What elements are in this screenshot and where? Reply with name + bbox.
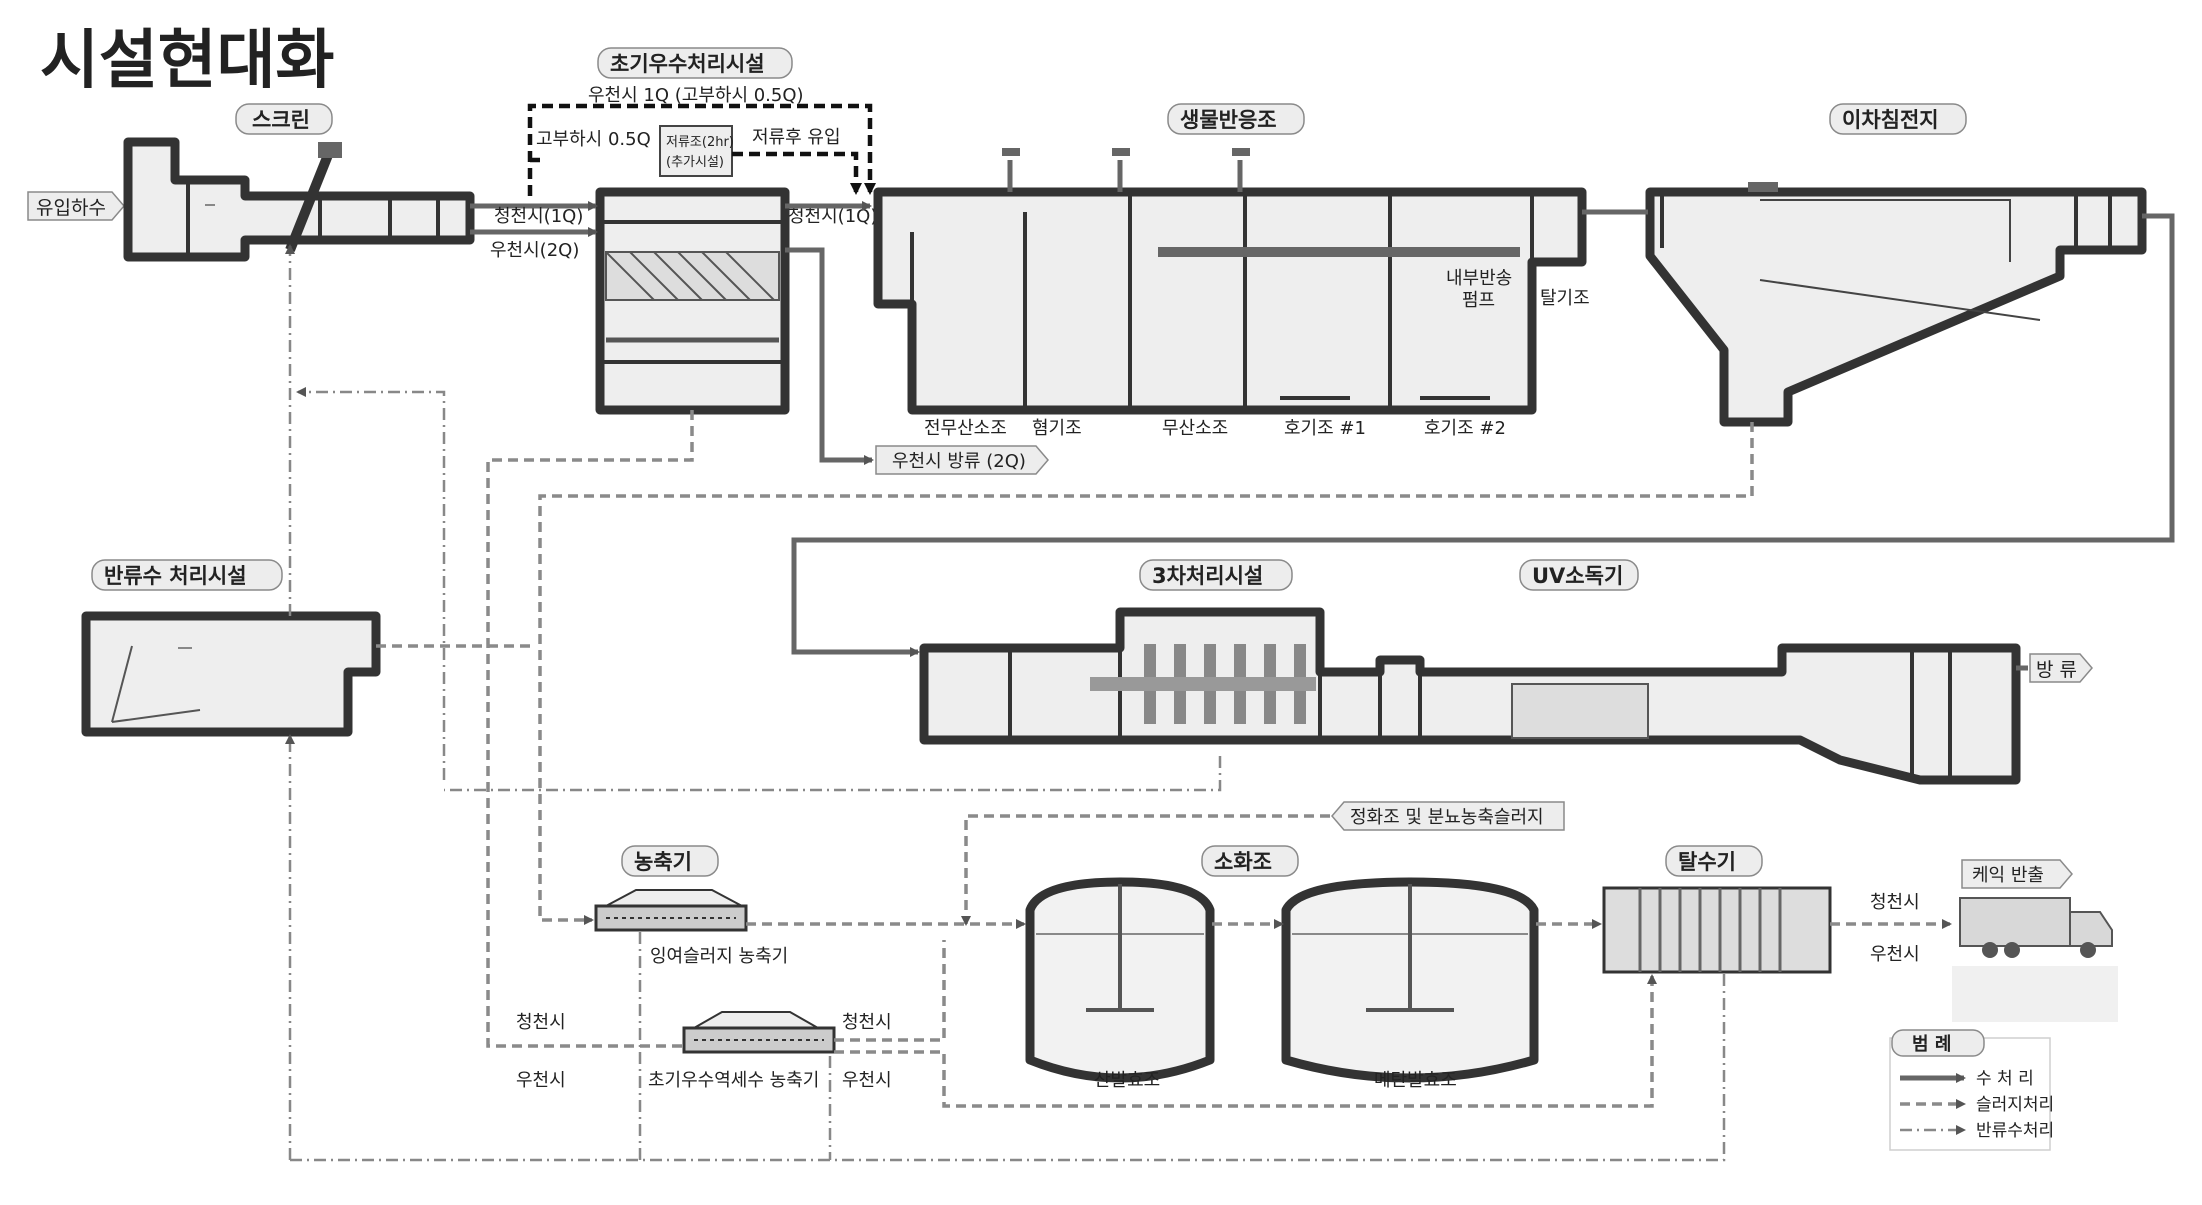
- rain-1q-peak-label: 우천시 1Q (고부하시 0.5Q): [588, 85, 804, 106]
- legend: 범 례 수 처 리 슬러지처리 반류수처리: [1889, 1029, 2054, 1151]
- return-water-unit: [81, 611, 381, 737]
- bioreactor-title-tag: 생물반응조: [1167, 103, 1305, 135]
- dewater-title-tag: 탈수기: [1665, 845, 1763, 877]
- tertiary-title: 3차처리시설: [1152, 564, 1263, 588]
- legend-title: 범 례: [1912, 1034, 1951, 1055]
- digester-title: 소화조: [1214, 850, 1272, 874]
- first-flush-title-tag: 초기우수처리시설: [597, 47, 793, 79]
- thickener-title: 농축기: [634, 850, 692, 874]
- cake-out-tag: 케익 반출: [1961, 859, 2073, 889]
- ff-thickener: [682, 1011, 836, 1054]
- secondary-clarifier-title-tag: 이차침전지: [1829, 103, 1967, 135]
- acid-digester: [1025, 877, 1215, 1083]
- acid-digester-label: 산발효조: [1094, 1070, 1160, 1091]
- high-load-label: 고부하시 0.5Q: [536, 129, 651, 150]
- discharge-label: 방 류: [2036, 659, 2077, 681]
- tertiary-unit: [919, 607, 2021, 785]
- return-lines: [285, 244, 1726, 1162]
- dewater-title: 탈수기: [1678, 850, 1736, 874]
- screen-title-tag: 스크린: [235, 103, 333, 135]
- clear-cake-label: 청천시: [1870, 892, 1920, 913]
- degas-label: 탈기조: [1540, 288, 1590, 309]
- rain-right-label: 우천시: [842, 1070, 892, 1091]
- bioreactor-title: 생물반응조: [1180, 108, 1277, 132]
- methane-digester: [1281, 877, 1539, 1083]
- legend-water: 수 처 리: [1976, 1069, 2034, 1089]
- septic-sludge-label: 정화조 및 분뇨농축슬러지: [1350, 807, 1544, 828]
- pre-anoxic-label: 전무산소조: [924, 418, 1007, 439]
- truck-icon: [1952, 897, 2118, 1022]
- rain-cake-label: 우천시: [1870, 944, 1920, 965]
- first-flush-title: 초기우수처리시설: [610, 52, 765, 76]
- post-storage-label: 저류후 유입: [752, 127, 841, 148]
- dewater-unit: [1602, 886, 1832, 974]
- legend-return: 반류수처리: [1976, 1121, 2054, 1141]
- thickener-title-tag: 농축기: [621, 845, 719, 877]
- aerobic-2-label: 호기조 #2: [1424, 418, 1506, 439]
- discharge-tag: 방 류: [2029, 653, 2093, 683]
- influent-label: 유입하수: [36, 197, 106, 219]
- legend-title-tag: 범 례: [1891, 1029, 1985, 1057]
- anoxic-label: 무산소조: [1162, 418, 1228, 439]
- first-flush-unit: [595, 187, 790, 415]
- digester-title-tag: 소화조: [1201, 845, 1299, 877]
- bioreactor-unit: [873, 148, 1587, 415]
- storage-tank: 저류조(2hr) (추가시설): [659, 125, 734, 177]
- clear-left-label: 청천시: [516, 1012, 566, 1033]
- excess-thickener-label: 잉여슬러지 농축기: [650, 946, 788, 967]
- influent-tag: 유입하수: [27, 191, 125, 221]
- return-water-title-tag: 반류수 처리시설: [91, 559, 283, 591]
- aerobic-1-label: 호기조 #1: [1284, 418, 1366, 439]
- legend-sludge: 슬러지처리: [1976, 1095, 2054, 1115]
- flow-clarifier-to-tertiary: [791, 213, 2175, 657]
- clear-1q-label-a: 청천시(1Q): [494, 206, 583, 227]
- cake-out-label: 케익 반출: [1972, 865, 2044, 886]
- screen-title: 스크린: [252, 108, 310, 132]
- uv-title: UV소독기: [1532, 564, 1623, 588]
- storage-tank-label: 저류조(2hr): [666, 135, 734, 150]
- page-title: 시설현대화: [40, 24, 334, 98]
- rain-2q-label: 우천시(2Q): [490, 240, 579, 261]
- return-water-title: 반류수 처리시설: [104, 564, 247, 588]
- internal-return-label-2: 펌프: [1462, 290, 1495, 311]
- clear-right-label: 청천시: [842, 1012, 892, 1033]
- septic-sludge-tag: 정화조 및 분뇨농축슬러지: [1331, 801, 1565, 831]
- clear-1q-label-b: 청천시(1Q): [788, 206, 877, 227]
- tertiary-title-tag: 3차처리시설: [1139, 559, 1293, 591]
- bypass-line: [527, 103, 876, 196]
- sludge-septic-line: [961, 814, 1330, 926]
- storage-added-label: (추가시설): [666, 155, 724, 170]
- rain-discharge-tag: 우천시 방류 (2Q): [875, 445, 1049, 475]
- flow-ff-discharge: [785, 247, 874, 465]
- secondary-clarifier-unit: [1645, 182, 2147, 427]
- secondary-clarifier-title: 이차침전지: [1842, 108, 1939, 132]
- uv-title-tag: UV소독기: [1519, 559, 1639, 591]
- rain-left-label: 우천시: [516, 1070, 566, 1091]
- screen-unit: [123, 137, 475, 262]
- methane-digester-label: 메탄발효조: [1374, 1070, 1457, 1091]
- sludge-lines: [376, 410, 1952, 1108]
- excess-thickener: [594, 889, 748, 932]
- rain-discharge-label: 우천시 방류 (2Q): [892, 451, 1026, 472]
- post-storage-line: [732, 151, 862, 195]
- internal-return-label-1: 내부반송: [1446, 268, 1512, 289]
- ff-thickener-label: 초기우수역세수 농축기: [648, 1070, 819, 1091]
- anaerobic-label: 혐기조: [1032, 418, 1082, 439]
